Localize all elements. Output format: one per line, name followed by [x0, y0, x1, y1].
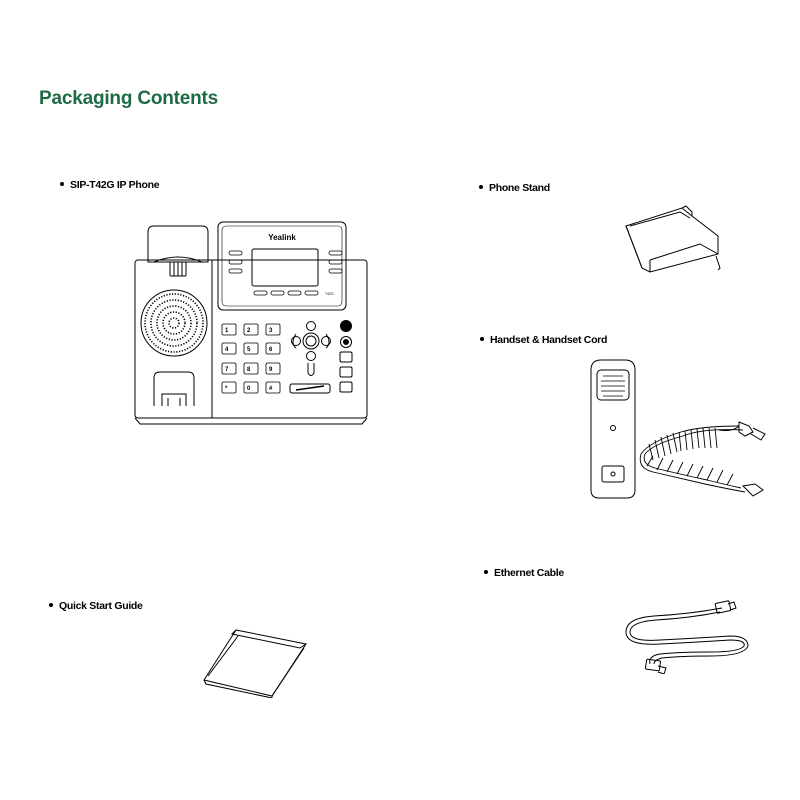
item-phone: SIP-T42G IP Phone [60, 179, 160, 191]
svg-text:5: 5 [247, 347, 251, 353]
handset-cord-illustration [583, 356, 771, 502]
svg-text:3: 3 [269, 328, 273, 334]
page-title: Packaging Contents [39, 88, 219, 109]
bullet-icon [60, 182, 64, 187]
svg-text:#: # [269, 386, 273, 392]
model-text: T42G [325, 292, 334, 296]
brand-text: Yealink [268, 233, 296, 242]
svg-text:6: 6 [269, 347, 273, 353]
item-stand-label: Phone Stand [489, 182, 550, 194]
bullet-icon [484, 570, 488, 575]
svg-text:0: 0 [247, 386, 251, 392]
svg-text:2: 2 [247, 328, 251, 334]
bullet-icon [479, 185, 483, 190]
item-guide: Quick Start Guide [49, 600, 143, 612]
ip-phone-illustration: Yealink T42G [132, 218, 372, 430]
svg-text:8: 8 [247, 367, 251, 373]
svg-text:4: 4 [225, 347, 229, 353]
item-ethernet-label: Ethernet Cable [494, 567, 564, 579]
svg-text:1: 1 [225, 328, 229, 334]
item-stand: Phone Stand [479, 182, 550, 194]
phone-stand-illustration [620, 204, 730, 276]
bullet-icon [480, 337, 484, 342]
ethernet-cable-illustration [620, 598, 750, 674]
item-handset-label: Handset & Handset Cord [490, 334, 608, 346]
svg-text:9: 9 [269, 367, 273, 373]
item-guide-label: Quick Start Guide [59, 600, 143, 612]
item-phone-label: SIP-T42G IP Phone [70, 179, 160, 191]
svg-text:*: * [225, 386, 228, 392]
bullet-icon [49, 603, 53, 608]
quick-start-guide-illustration [200, 626, 310, 698]
svg-text:7: 7 [225, 367, 229, 373]
item-ethernet: Ethernet Cable [484, 567, 564, 579]
item-handset: Handset & Handset Cord [480, 334, 607, 346]
